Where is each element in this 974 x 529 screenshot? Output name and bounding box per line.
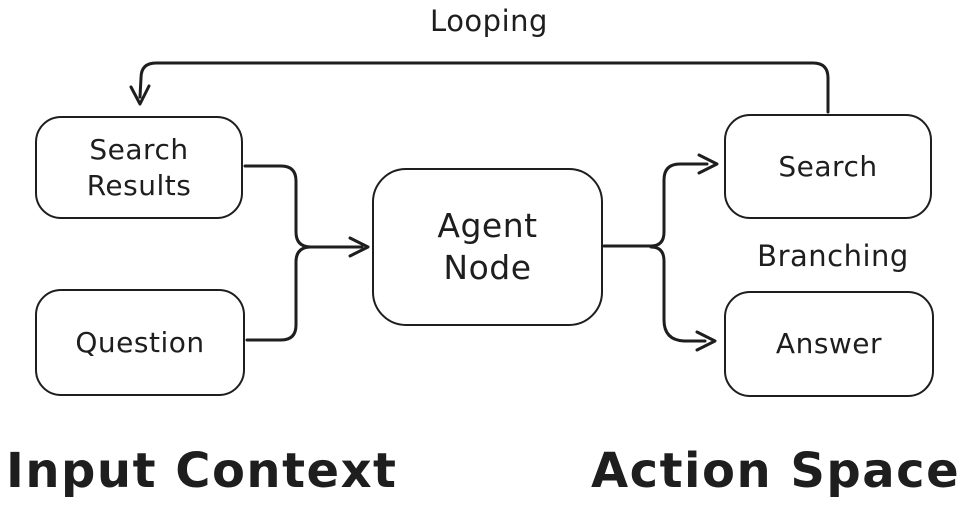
- arrowhead-down-icon: [129, 84, 151, 106]
- node-agent-node-label: Agent Node: [437, 205, 538, 287]
- node-question-label: Question: [75, 325, 205, 359]
- branching-label: Branching: [757, 239, 909, 273]
- node-search-label: Search: [778, 149, 878, 183]
- agent-to-search-arrow: [649, 153, 719, 248]
- agent-to-answer-arrow: [649, 245, 717, 352]
- arrowhead-right-icon: [697, 153, 719, 175]
- action-space-section-title: Action Space: [591, 443, 961, 499]
- looping-arrow: [129, 61, 830, 114]
- node-search: Search: [724, 114, 932, 219]
- node-answer: Answer: [724, 291, 934, 397]
- merge-to-agent-arrow: [309, 236, 370, 258]
- arrowhead-right-icon: [348, 236, 370, 258]
- looping-label: Looping: [430, 4, 548, 38]
- node-search-results-label: Search Results: [86, 132, 192, 202]
- question-to-agent-arrow: [245, 245, 313, 342]
- node-question: Question: [35, 289, 245, 396]
- arrowhead-right-icon: [695, 330, 717, 352]
- search-results-to-agent-arrow: [243, 164, 313, 249]
- node-answer-label: Answer: [775, 327, 883, 361]
- node-search-results: Search Results: [35, 116, 243, 219]
- node-agent-node: Agent Node: [372, 168, 603, 326]
- input-context-section-title: Input Context: [6, 443, 398, 499]
